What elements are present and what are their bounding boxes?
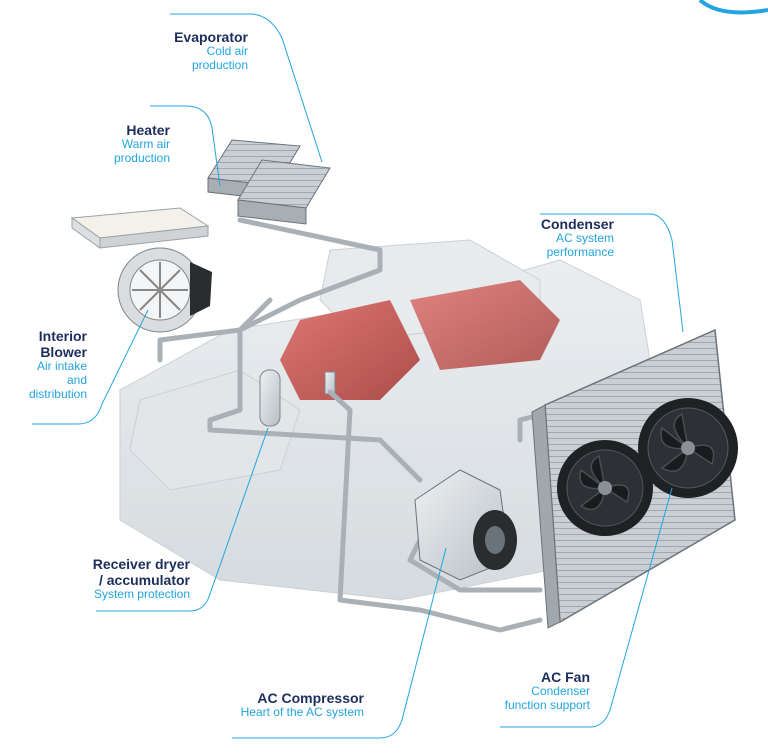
condenser-label: Condenser AC system performance	[500, 216, 614, 260]
condenser-sub2: performance	[546, 244, 614, 259]
evaporator-label: Evaporator Cold air production	[138, 29, 248, 73]
fan-label: AC Fan Condenser function support	[470, 669, 590, 713]
heater-sub2: production	[113, 150, 170, 165]
fan-title: AC Fan	[541, 669, 590, 685]
corner-arc	[698, 0, 768, 15]
blower-title2: Blower	[40, 344, 87, 361]
blower-label: Interior Blower Air intake and distribut…	[4, 328, 87, 402]
receiver-title1: Receiver dryer	[92, 556, 190, 572]
compressor-sub1: Heart of the AC system	[240, 705, 364, 720]
compressor-title: AC Compressor	[257, 690, 364, 706]
ac-compressor	[414, 469, 517, 581]
receiver-leader	[96, 427, 269, 612]
evaporator-leader	[170, 13, 323, 163]
blower-leader	[32, 309, 149, 425]
receiver-label: Receiver dryer / accumulator System prot…	[40, 556, 190, 602]
blower-unit	[117, 247, 212, 333]
heater-label: Heater Warm air production	[80, 122, 170, 166]
fan-sub1: Condenser	[531, 684, 590, 699]
compressor-label: AC Compressor Heart of the AC system	[200, 690, 364, 720]
leader-lines	[32, 13, 684, 739]
condenser-title: Condenser	[540, 216, 614, 232]
blower-sub1: Air intake	[36, 359, 87, 374]
fan-sub2: function support	[504, 697, 590, 712]
fan-leader	[500, 487, 673, 728]
blower-sub3: distribution	[28, 386, 87, 401]
evaporator-title: Evaporator	[174, 29, 248, 45]
blower-title1: Interior	[38, 328, 87, 344]
heater-sub1: Warm air	[121, 137, 170, 152]
heater-leader	[150, 105, 221, 187]
cabin-filter	[70, 207, 210, 249]
receiver-title2: / accumulator	[98, 572, 190, 589]
heater-title: Heater	[126, 122, 170, 138]
receiver-sub1: System protection	[93, 587, 190, 602]
receiver-dryer	[259, 369, 336, 427]
evaporator-core	[237, 159, 331, 225]
engine-red-cover	[280, 300, 420, 400]
evaporator-sub2: production	[191, 57, 248, 72]
condenser-fan-assembly	[531, 328, 738, 629]
condenser-leader	[540, 213, 684, 333]
evaporator-sub1: Cold air	[206, 44, 248, 59]
compressor-leader	[232, 547, 447, 739]
blower-sub2: and	[66, 372, 87, 387]
condenser-sub1: AC system	[555, 231, 614, 246]
engine-block	[119, 239, 661, 601]
